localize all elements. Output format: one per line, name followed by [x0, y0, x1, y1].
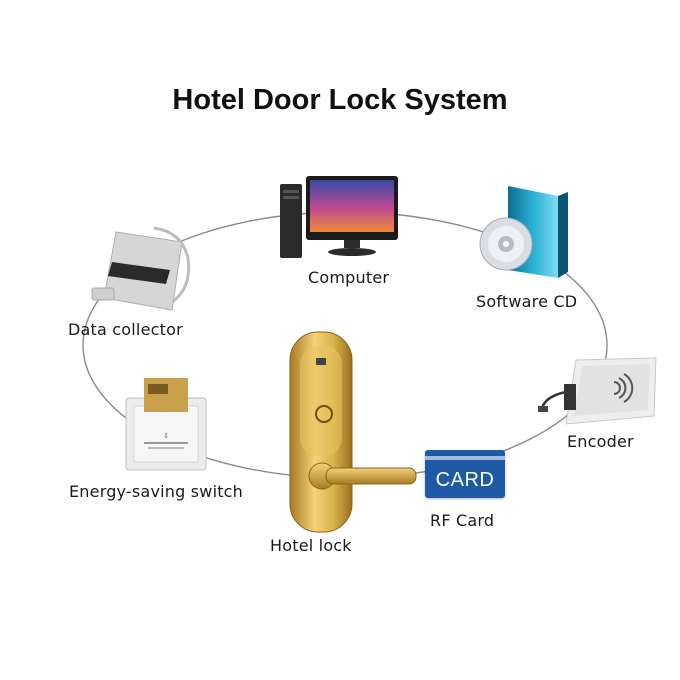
rf-card-icon: CARD: [425, 450, 505, 498]
svg-text:⇩: ⇩: [163, 432, 169, 440]
card-stripe: [425, 456, 505, 460]
encoder-icon: [538, 357, 657, 425]
hotel-lock-icon: [289, 331, 417, 533]
card-text: CARD: [435, 469, 495, 491]
computer-label: Computer: [308, 268, 390, 287]
encoder-label: Encoder: [567, 432, 634, 451]
software-cd-label: Software CD: [476, 292, 578, 311]
data-collector-label: Data collector: [68, 320, 183, 339]
data-collector-icon: [91, 226, 191, 311]
computer-icon: [280, 176, 398, 258]
software-cd-icon: [479, 186, 568, 278]
energy-saving-switch-icon: ⇩: [125, 378, 207, 471]
hotel-lock-label: Hotel lock: [270, 536, 352, 555]
energy-saving-switch-label: Energy-saving switch: [69, 482, 244, 501]
diagram-title: Hotel Door Lock System: [172, 84, 508, 116]
rf-card-label: RF Card: [430, 511, 495, 530]
